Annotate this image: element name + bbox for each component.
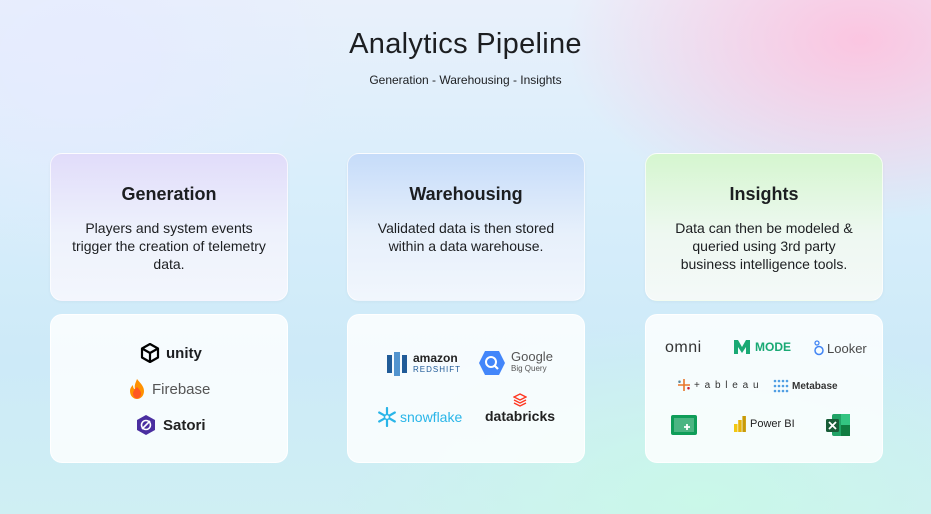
tool-power-bi: Power BI xyxy=(734,416,795,432)
tool-google-bigquery: Google Big Query xyxy=(478,350,553,376)
tool-label: + a b l e a u xyxy=(694,379,760,391)
tool-excel xyxy=(825,412,851,438)
tool-sublabel: Big Query xyxy=(511,364,547,373)
tool-label: Firebase xyxy=(152,380,211,398)
stage-warehousing: Warehousing Validated data is then store… xyxy=(347,153,585,463)
tool-label: Power BI xyxy=(750,418,795,430)
page-title: Analytics Pipeline xyxy=(349,28,582,60)
tools-card: amazon REDSHIFT Google Big Query sno xyxy=(347,314,585,463)
google-bigquery-icon xyxy=(479,351,505,375)
tool-label: Looker xyxy=(827,340,867,356)
tool-label: Satori xyxy=(163,416,206,434)
firebase-icon xyxy=(130,379,144,399)
tool-label: Google xyxy=(511,349,553,364)
metabase-icon xyxy=(773,379,789,393)
tool-google-sheets xyxy=(670,414,698,436)
tool-label: databricks xyxy=(485,408,556,424)
stage-heading: Generation xyxy=(121,184,217,204)
tools-card: unity Firebase Satori xyxy=(50,314,288,463)
page-subtitle: Generation - Warehousing - Insights xyxy=(369,73,562,87)
tool-metabase: Metabase xyxy=(773,379,838,393)
stage-heading: Warehousing xyxy=(409,184,523,204)
tool-satori: Satori xyxy=(135,414,206,436)
tool-label: amazon xyxy=(413,351,458,365)
looker-icon xyxy=(814,340,824,356)
tool-omni: omni xyxy=(665,339,702,357)
databricks-icon xyxy=(513,393,528,407)
excel-icon xyxy=(826,414,850,436)
stage-card: Insights Data can then be modeled & quer… xyxy=(645,153,883,301)
stage-description: Data can then be modeled & queried using… xyxy=(675,220,853,272)
tool-label: unity xyxy=(166,344,202,362)
tool-label: MODE xyxy=(755,340,791,354)
stage-card: Warehousing Validated data is then store… xyxy=(347,153,585,301)
power-bi-icon xyxy=(734,416,746,432)
stage-description: Validated data is then stored within a d… xyxy=(377,220,555,254)
tool-tableau: + a b l e a u xyxy=(677,378,760,392)
satori-icon xyxy=(137,415,155,435)
stage-heading: Insights xyxy=(729,184,799,204)
tools-card: omni MODE Looker + a b l e xyxy=(645,314,883,463)
mode-icon xyxy=(734,340,750,354)
stage-insights: Insights Data can then be modeled & quer… xyxy=(645,153,883,463)
tool-firebase: Firebase xyxy=(128,378,210,400)
tool-mode: MODE xyxy=(733,339,791,355)
tool-snowflake: snowflake xyxy=(377,407,462,427)
tool-sublabel: REDSHIFT xyxy=(413,365,461,374)
tool-label: snowflake xyxy=(400,409,463,425)
tool-label: Metabase xyxy=(792,380,838,392)
tableau-icon xyxy=(678,379,690,391)
omni-icon: omni xyxy=(665,339,702,356)
stage-description: Players and system events trigger the cr… xyxy=(72,220,266,272)
tool-amazon-redshift: amazon REDSHIFT xyxy=(386,351,461,377)
snowflake-icon xyxy=(378,407,396,427)
tool-databricks: databricks xyxy=(485,393,555,424)
amazon-redshift-icon xyxy=(387,352,407,376)
tool-unity: unity xyxy=(140,343,202,363)
stage-card: Generation Players and system events tri… xyxy=(50,153,288,301)
tool-looker: Looker xyxy=(813,340,867,356)
stage-generation: Generation Players and system events tri… xyxy=(50,153,288,463)
unity-icon xyxy=(140,343,160,363)
google-sheets-icon xyxy=(671,415,697,435)
